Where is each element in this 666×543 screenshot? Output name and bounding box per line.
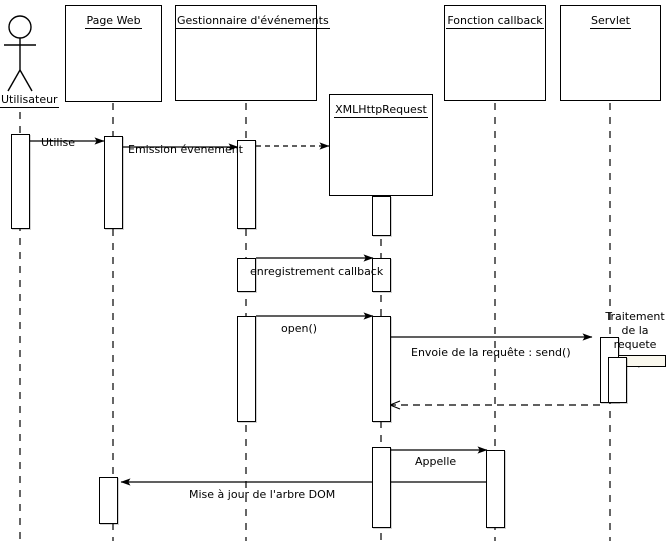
message-label-mise-a-jour-dom: Mise à jour de l'arbre DOM — [189, 488, 336, 501]
message-label-emission-evenement: Emission évenement — [128, 143, 243, 156]
message-label-appelle: Appelle — [415, 455, 457, 468]
participant-box-xmlhttprequest[interactable]: XMLHttpRequest — [329, 94, 433, 196]
participant-label-xmlhttprequest: XMLHttpRequest — [334, 103, 428, 118]
participant-box-gestionnaire[interactable]: Gestionnaire d'événements — [175, 5, 330, 101]
message-label-traitement-requete: Traitement de la requete — [605, 310, 665, 351]
activation-bar-servlet-2 — [608, 357, 627, 403]
activation-bar-xmlhttprequest-4 — [372, 447, 391, 528]
participant-box-page-web[interactable]: Page Web — [65, 5, 162, 102]
activation-bar-gestionnaire-1 — [237, 140, 256, 229]
message-label-enregistrement-callback: enregistrement callback — [250, 265, 384, 278]
activation-bar-gestionnaire-2 — [237, 258, 256, 292]
activation-bar-xmlhttprequest-1 — [372, 196, 391, 236]
message-label-open: open() — [281, 322, 318, 335]
message-label-send: Envoie de la requête : send() — [411, 346, 571, 359]
activation-bar-xmlhttprequest-3 — [372, 316, 391, 422]
activation-bar-gestionnaire-3 — [237, 316, 256, 422]
participant-label-page-web: Page Web — [85, 14, 142, 29]
activation-bar-page-web-1 — [104, 136, 123, 229]
message-label-utilise: Utilise — [41, 136, 76, 149]
participant-label-fonction-callback: Fonction callback — [446, 14, 544, 29]
participant-label-gestionnaire: Gestionnaire d'événements — [176, 14, 330, 29]
activation-bar-utilisateur-1 — [11, 134, 30, 229]
participant-label-utilisateur-wrapper: Utilisateur — [0, 93, 59, 108]
participant-box-servlet[interactable]: Servlet — [560, 5, 661, 101]
participant-box-fonction-callback[interactable]: Fonction callback — [444, 5, 546, 101]
activation-bar-page-web-2 — [99, 477, 118, 524]
participant-label-servlet: Servlet — [590, 14, 631, 29]
activation-bar-fonction-callback-1 — [486, 450, 505, 528]
actor-figure-utilisateur — [4, 15, 36, 92]
activation-bar-xmlhttprequest-2 — [372, 258, 391, 292]
participant-label-utilisateur: Utilisateur — [0, 93, 59, 108]
